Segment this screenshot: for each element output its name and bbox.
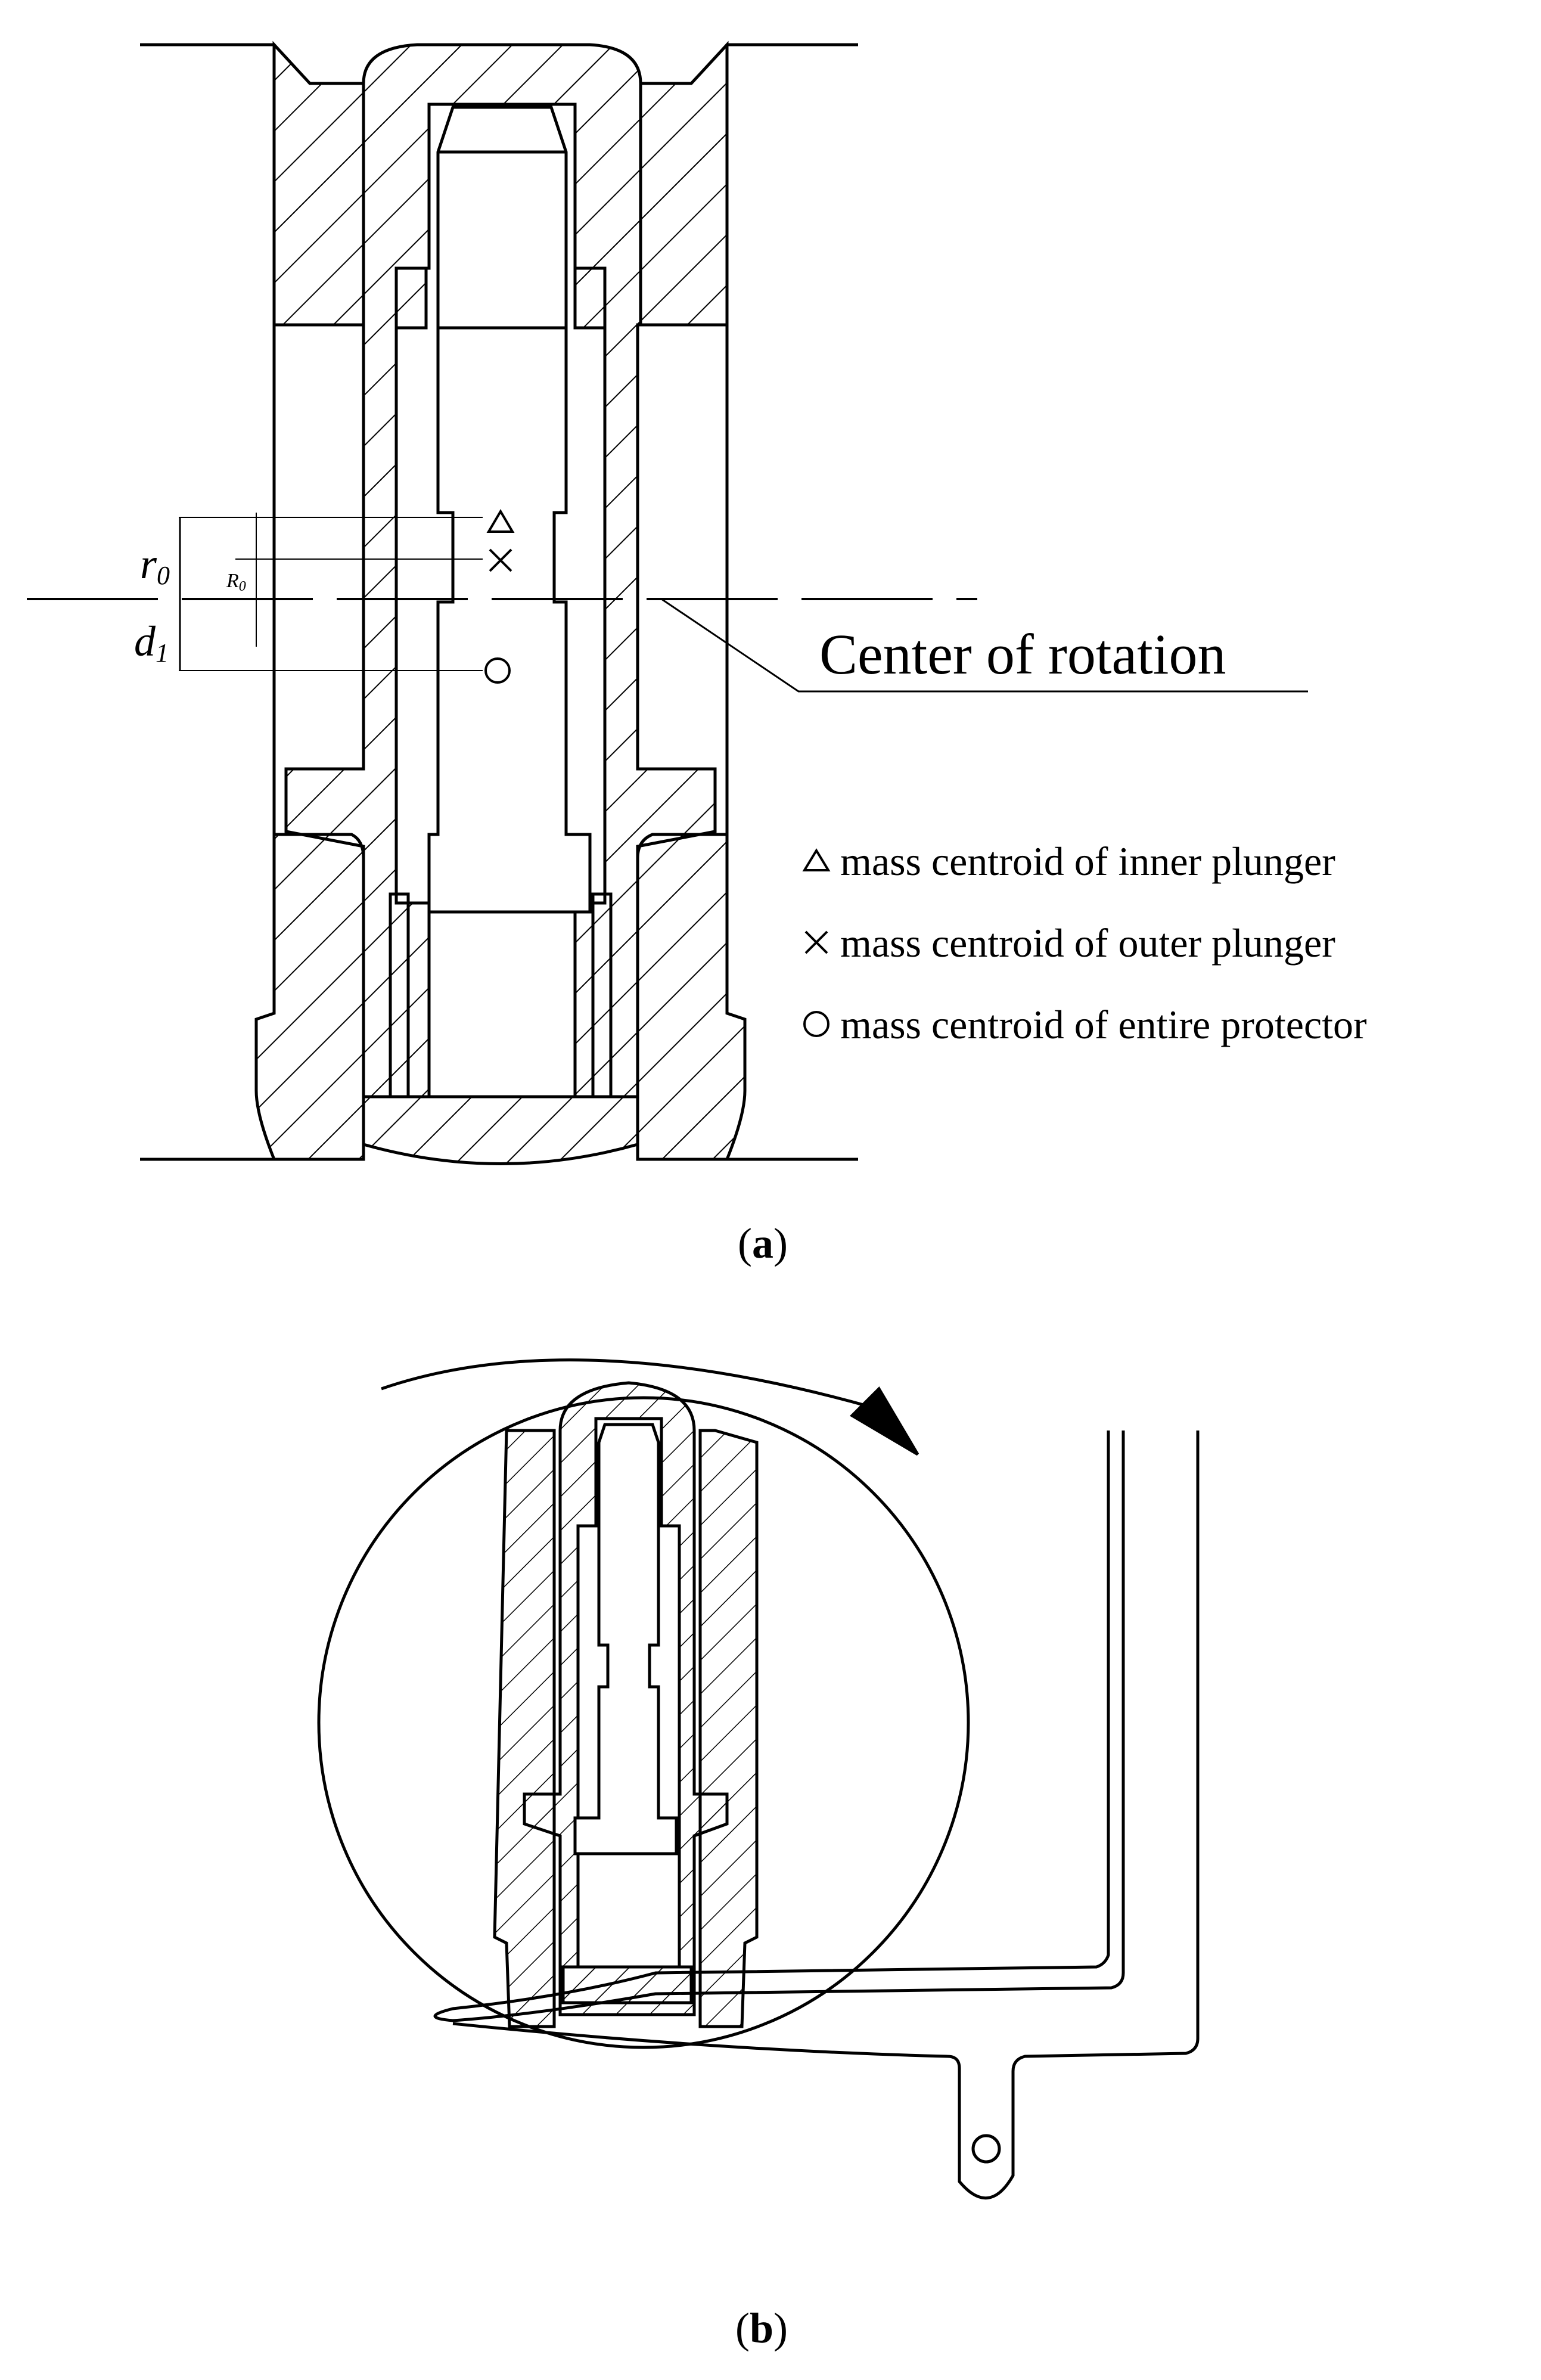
inner-plunger bbox=[427, 105, 592, 914]
dim-R0-label: R0 bbox=[226, 570, 246, 594]
upper-right-block bbox=[639, 41, 729, 327]
figure-a-caption: (a) bbox=[738, 1220, 788, 1267]
b-left-housing bbox=[493, 1429, 556, 2028]
center-of-rotation-label: Center of rotation bbox=[819, 622, 1226, 686]
legend-item-inner-plunger: mass centroid of inner plunger bbox=[840, 839, 1335, 884]
dim-d1-label: d1 bbox=[134, 618, 169, 668]
legend-cross-icon bbox=[804, 930, 828, 954]
figure-b-caption: (b) bbox=[735, 2304, 788, 2352]
legend-item-outer-plunger: mass centroid of outer plunger bbox=[840, 920, 1335, 966]
legend-item-entire-protector: mass centroid of entire protector bbox=[840, 1002, 1367, 1047]
figure-b-drawing bbox=[317, 1358, 1200, 2199]
right-collar bbox=[573, 266, 607, 330]
bottom-cap bbox=[362, 1095, 639, 1165]
upper-left-block bbox=[272, 41, 365, 327]
rotation-arrow-arc bbox=[381, 1358, 871, 1408]
figure-a-drawing bbox=[27, 41, 1308, 1165]
legend-triangle-icon bbox=[802, 848, 831, 871]
dimension-labels: r0 R0 d1 bbox=[134, 540, 246, 668]
b-right-housing bbox=[698, 1429, 759, 2028]
dim-r0-label: r0 bbox=[140, 540, 170, 590]
lower-left-block bbox=[254, 833, 365, 1161]
left-collar bbox=[394, 266, 428, 330]
outer-plunger-centroid-cross bbox=[489, 548, 512, 572]
b-cam-upper bbox=[433, 1431, 1125, 2022]
b-pivot-hole bbox=[971, 2134, 1001, 2164]
b-lever bbox=[452, 1431, 1200, 2199]
lower-right-block bbox=[636, 833, 747, 1161]
protector-centroid-circle bbox=[484, 657, 511, 684]
legend-circle-icon bbox=[803, 1011, 829, 1037]
legend: mass centroid of inner plunger mass cent… bbox=[802, 839, 1367, 1047]
rotation-arrowhead bbox=[849, 1386, 919, 1456]
b-inner-plunger bbox=[573, 1423, 678, 1855]
rotation-label-leader bbox=[661, 598, 1308, 693]
inner-plunger-centroid-triangle bbox=[486, 509, 515, 533]
